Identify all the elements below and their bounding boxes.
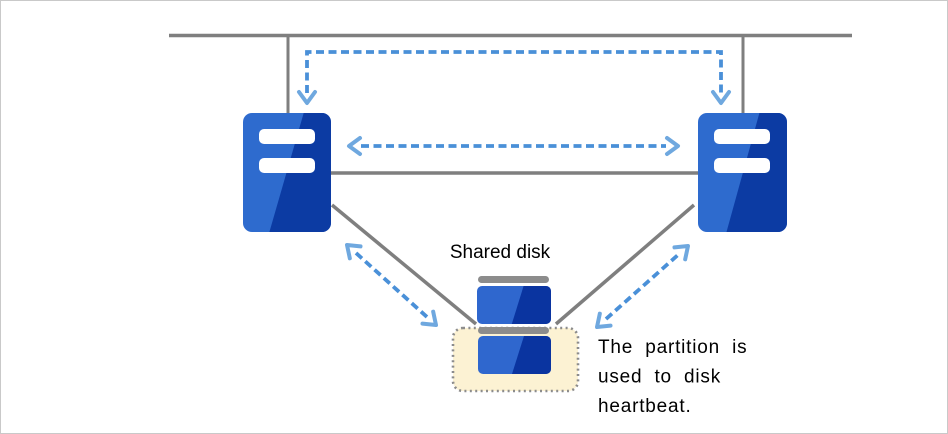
- arrowhead-downright-icon: [420, 309, 438, 327]
- server-left-icon: [243, 113, 331, 232]
- partition-note-line1: The partition is: [598, 337, 747, 358]
- arrowhead-left-icon: [347, 136, 362, 156]
- arrowhead-down-right-icon: [711, 90, 731, 105]
- disk-cap-1: [478, 276, 549, 283]
- server-right-icon: [698, 113, 787, 232]
- arrowhead-right-icon: [665, 136, 680, 156]
- arrowhead-downleft-icon: [595, 311, 613, 329]
- lan-heartbeat-top-arrow: [305, 50, 723, 93]
- server-right-slot-2: [714, 158, 770, 173]
- disk-partition-2: [478, 336, 551, 374]
- server-left-slot-2: [259, 158, 315, 173]
- arrowhead-upright-icon: [672, 244, 690, 262]
- partition-note-line3: heartbeat.: [598, 396, 692, 417]
- disk-partition-1: [477, 286, 551, 324]
- arrowhead-upleft-icon: [345, 243, 363, 261]
- shared-disk-icon: [477, 276, 551, 374]
- disk-cap-2: [478, 327, 549, 334]
- shared-disk-label: Shared disk: [450, 242, 551, 263]
- arrowhead-down-left-icon: [297, 90, 317, 105]
- server-left-slot-1: [259, 129, 315, 144]
- disk-heartbeat-arrow-right: [604, 252, 681, 321]
- disk-heartbeat-arrow-left: [354, 251, 429, 319]
- server-right-slot-1: [714, 129, 770, 144]
- disk-cable-left: [330, 203, 478, 326]
- disk-cable-right: [554, 203, 696, 326]
- partition-note-line2: used to disk: [598, 367, 721, 388]
